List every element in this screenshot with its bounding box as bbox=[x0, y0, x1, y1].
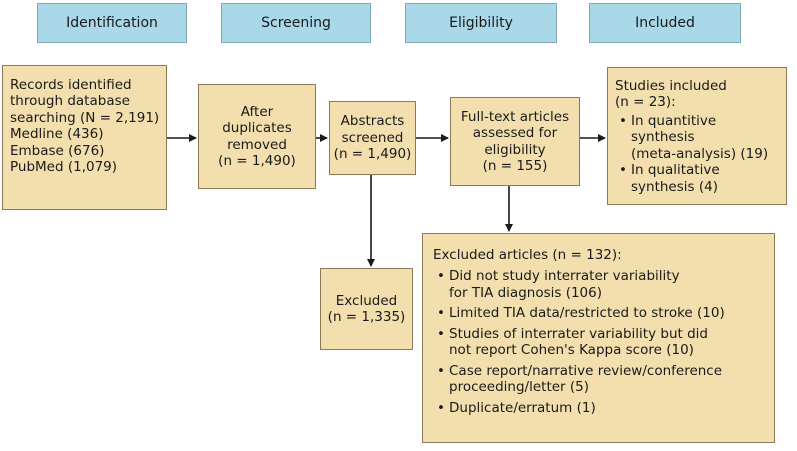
studies-included-box: Studies included (n = 23): • In quantiti… bbox=[607, 67, 787, 205]
excluded-reason-1: Did not study interrater variability for… bbox=[449, 268, 680, 301]
bullet-icon: • bbox=[619, 162, 627, 179]
bullet-icon: • bbox=[437, 305, 445, 322]
list-item: • In quantitive synthesis (meta-analysis… bbox=[615, 113, 780, 162]
records-pubmed: PubMed (1,079) bbox=[10, 159, 118, 176]
abstracts-line-2: screened bbox=[341, 129, 404, 146]
excluded-abstracts-box: Excluded (n = 1,335) bbox=[320, 268, 413, 350]
excluded-articles-box: Excluded articles (n = 132): • Did not s… bbox=[422, 233, 775, 443]
stage-screening: Screening bbox=[221, 3, 371, 43]
abstracts-screened-box: Abstracts screened (n = 1,490) bbox=[329, 101, 416, 175]
excluded-articles-list: • Did not study interrater variability f… bbox=[433, 268, 768, 416]
excluded-articles-title: Excluded articles (n = 132): bbox=[433, 247, 622, 263]
stage-included: Included bbox=[589, 3, 741, 43]
stage-identification-label: Identification bbox=[66, 15, 158, 31]
fulltext-articles-box: Full-text articles assessed for eligibil… bbox=[450, 97, 580, 186]
duplicates-line-2: duplicates bbox=[222, 120, 292, 137]
bullet-icon: • bbox=[437, 362, 445, 379]
list-item: • Duplicate/erratum (1) bbox=[433, 400, 768, 416]
bullet-icon: • bbox=[437, 268, 445, 285]
excluded-reason-2: Limited TIA data/restricted to stroke (1… bbox=[449, 305, 725, 322]
records-identified-box: Records identified through database sear… bbox=[2, 65, 167, 210]
excluded-abstracts-line-2: (n = 1,335) bbox=[327, 309, 406, 325]
stage-included-label: Included bbox=[635, 15, 695, 31]
records-line-3: searching (N = 2,191) bbox=[10, 109, 160, 126]
studies-bullet-quantitative: In quantitive synthesis (meta-analysis) … bbox=[631, 112, 769, 162]
studies-bullet-list: • In quantitive synthesis (meta-analysis… bbox=[615, 113, 780, 195]
excluded-reason-4: Case report/narrative review/conference … bbox=[449, 362, 723, 396]
records-line-2: through database bbox=[10, 93, 130, 110]
excluded-reason-3: Studies of interrater variability but di… bbox=[449, 325, 708, 359]
bullet-icon: • bbox=[619, 112, 627, 129]
duplicates-line-4: (n = 1,490) bbox=[218, 152, 296, 169]
fulltext-line-2: assessed for bbox=[472, 125, 558, 142]
bullet-icon: • bbox=[437, 399, 445, 416]
excluded-abstracts-line-1: Excluded bbox=[335, 292, 398, 309]
abstracts-line-3: (n = 1,490) bbox=[333, 146, 412, 163]
duplicates-line-3: removed bbox=[227, 136, 287, 153]
list-item: • In qualitative synthesis (4) bbox=[615, 162, 780, 195]
bullet-icon: • bbox=[437, 325, 445, 342]
fulltext-line-1: Full-text articles bbox=[460, 108, 570, 125]
records-line-1: Records identified bbox=[10, 77, 132, 93]
studies-bullet-qualitative: In qualitative synthesis (4) bbox=[631, 162, 720, 195]
abstracts-line-1: Abstracts bbox=[340, 113, 405, 130]
excluded-reason-5: Duplicate/erratum (1) bbox=[449, 399, 596, 416]
duplicates-line-1: After bbox=[240, 103, 274, 120]
stage-identification: Identification bbox=[37, 3, 187, 43]
list-item: • Case report/narrative review/conferenc… bbox=[433, 363, 768, 396]
list-item: • Did not study interrater variability f… bbox=[433, 268, 768, 301]
records-medline: Medline (436) bbox=[10, 126, 104, 143]
studies-title-line-2: (n = 23): bbox=[615, 94, 676, 111]
fulltext-line-4: (n = 155) bbox=[482, 157, 548, 174]
stage-eligibility: Eligibility bbox=[405, 3, 557, 43]
fulltext-line-3: eligibility bbox=[484, 141, 546, 158]
duplicates-removed-box: After duplicates removed (n = 1,490) bbox=[198, 84, 316, 189]
stage-eligibility-label: Eligibility bbox=[449, 15, 513, 31]
list-item: • Studies of interrater variability but … bbox=[433, 326, 768, 359]
studies-title-line-1: Studies included bbox=[615, 78, 727, 94]
list-item: • Limited TIA data/restricted to stroke … bbox=[433, 305, 768, 321]
stage-screening-label: Screening bbox=[261, 15, 331, 31]
records-embase: Embase (676) bbox=[10, 142, 105, 159]
